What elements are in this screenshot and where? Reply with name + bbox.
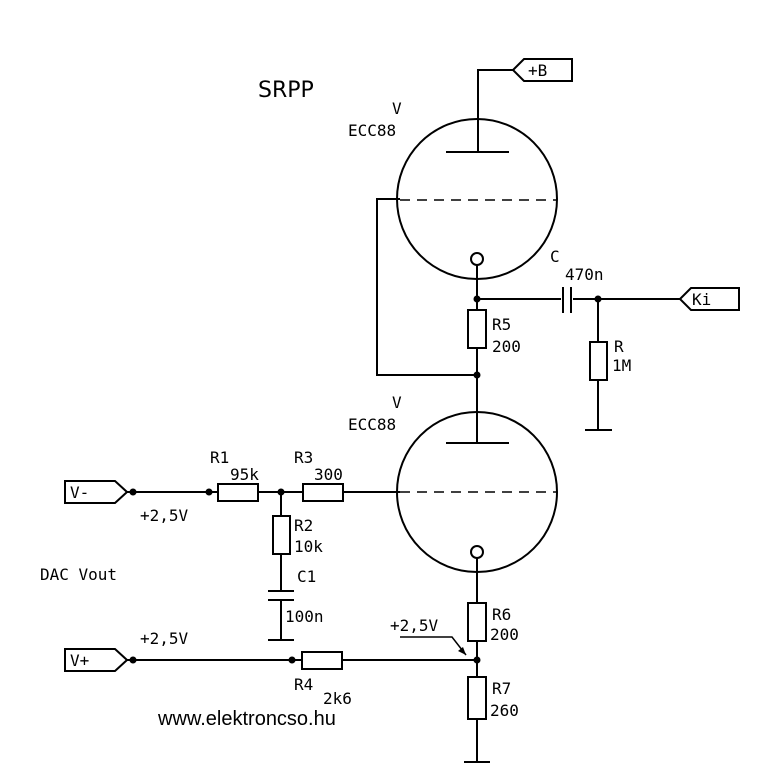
v-plus-label: V+ (70, 651, 89, 670)
r2-resistor (272, 515, 291, 555)
r6-resistor (467, 602, 487, 642)
ki-port: Ki (678, 287, 740, 311)
r3-resistor (302, 483, 344, 502)
ki-label: Ki (692, 290, 711, 309)
r7-value: 260 (490, 701, 519, 720)
schematic-title: SRPP (258, 78, 314, 103)
r2-name: R2 (294, 516, 313, 535)
dac-vout-label: DAC Vout (40, 565, 117, 584)
upper-tube-cathode (470, 252, 484, 266)
r4-name: R4 (294, 675, 313, 694)
plus-b-port: +B (511, 58, 573, 82)
upper-tube-type: ECC88 (348, 121, 396, 140)
r6-value: 200 (490, 625, 519, 644)
r3-value: 300 (314, 465, 343, 484)
r2-value: 10k (294, 537, 323, 556)
c-capacitor (562, 287, 572, 313)
r4-resistor (301, 651, 343, 670)
c1-name: C1 (297, 567, 316, 586)
v-plus-voltage: +2,5V (140, 629, 189, 648)
r7-resistor (467, 676, 487, 720)
upper-tube-designator: V (392, 99, 402, 118)
cathode-voltage: +2,5V (390, 616, 439, 635)
c1-value: 100n (285, 607, 324, 626)
lower-tube-cathode (470, 545, 484, 559)
r5-name: R5 (492, 315, 511, 334)
r6-name: R6 (492, 605, 511, 624)
c-value: 470n (565, 265, 604, 284)
v-minus-voltage: +2,5V (140, 506, 189, 525)
lower-tube-designator: V (392, 393, 402, 412)
plus-b-label: +B (528, 61, 547, 80)
v-minus-port: V- (64, 480, 129, 504)
grid-feedback-wire (376, 198, 477, 376)
r5-resistor (467, 309, 487, 349)
r4-value: 2k6 (323, 689, 352, 708)
r7-name: R7 (492, 679, 511, 698)
website-label: www.elektroncso.hu (157, 708, 336, 730)
r1-value: 95k (230, 465, 259, 484)
v-minus-label: V- (70, 483, 89, 502)
c1-capacitor (268, 590, 294, 601)
plus-b-wire (477, 69, 513, 152)
r3-name: R3 (294, 448, 313, 467)
r1-name: R1 (210, 448, 229, 467)
c-name: C (550, 247, 560, 266)
r-resistor (589, 341, 608, 381)
r-name: R (614, 337, 624, 356)
r-value: 1M (612, 356, 631, 375)
r1-resistor (217, 483, 259, 502)
v-plus-port: V+ (64, 648, 129, 672)
r5-value: 200 (492, 337, 521, 356)
lower-tube-type: ECC88 (348, 415, 396, 434)
cathode-voltage-arrow (400, 636, 467, 656)
